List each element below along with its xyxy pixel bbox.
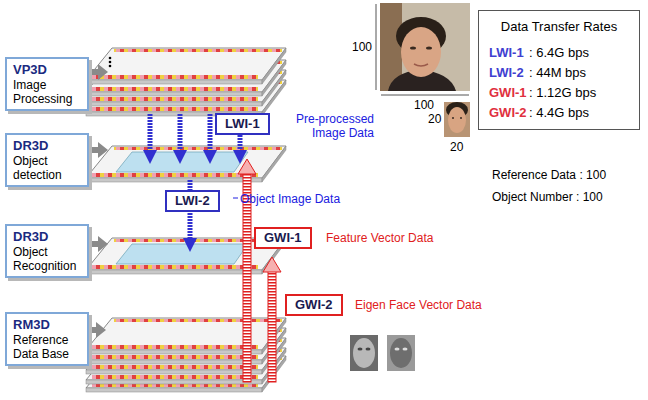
box-text: GWI-1 (489, 83, 529, 103)
box-text: GWI-2 (489, 103, 529, 123)
data-label: Eigen Face Vector Data (355, 298, 482, 312)
box-text: : 44M bps (529, 63, 629, 83)
interface-tag: GWI-1 (254, 227, 312, 249)
box-heading: Data Transfer Rates (489, 17, 629, 37)
layer-box: DR3DObject Recognition (5, 224, 89, 278)
box-text: Object detection (13, 154, 81, 182)
box-text: : 1.12G bps (529, 83, 629, 103)
box-text: Reference Data Base (13, 333, 81, 361)
note: Object Number : 100 (492, 190, 603, 204)
data-label: Pre-processed Image Data (280, 112, 374, 140)
rates-table: Data Transfer RatesLWI-1: 6.4G bpsLWI-2:… (478, 10, 640, 130)
box-text: Object Recognition (13, 245, 81, 273)
box-heading: LWI-2 (175, 193, 210, 209)
box-heading: RM3D (13, 317, 81, 333)
box-heading: DR3D (13, 138, 81, 154)
box-heading: VP3D (13, 62, 81, 78)
dimension-label: 20 (428, 112, 441, 126)
data-label: Feature Vector Data (326, 231, 433, 245)
box-heading: LWI-1 (225, 116, 260, 132)
note: Reference Data : 100 (492, 168, 606, 182)
box-text: : 4.4G bps (529, 103, 629, 123)
dimension-label: 100 (414, 98, 434, 112)
box-text: LWI-1 (489, 43, 529, 63)
box-heading: GWI-2 (295, 297, 333, 313)
box-text: LWI-2 (489, 63, 529, 83)
box-heading: DR3D (13, 229, 81, 245)
layer-box: RM3DReference Data Base (5, 312, 89, 366)
interface-tag: LWI-1 (215, 113, 270, 135)
dimension-label: 100 (352, 40, 372, 54)
box-text: Image Processing (13, 78, 81, 106)
box-text: : 6.4G bps (529, 43, 629, 63)
data-label: Object Image Data (240, 192, 340, 206)
layer-box: DR3DObject detection (5, 133, 89, 187)
interface-tag: LWI-2 (165, 190, 220, 212)
layer-box: VP3DImage Processing (5, 57, 89, 111)
box-heading: GWI-1 (264, 230, 302, 246)
interface-tag: GWI-2 (285, 294, 343, 316)
dimension-label: 20 (450, 140, 463, 154)
